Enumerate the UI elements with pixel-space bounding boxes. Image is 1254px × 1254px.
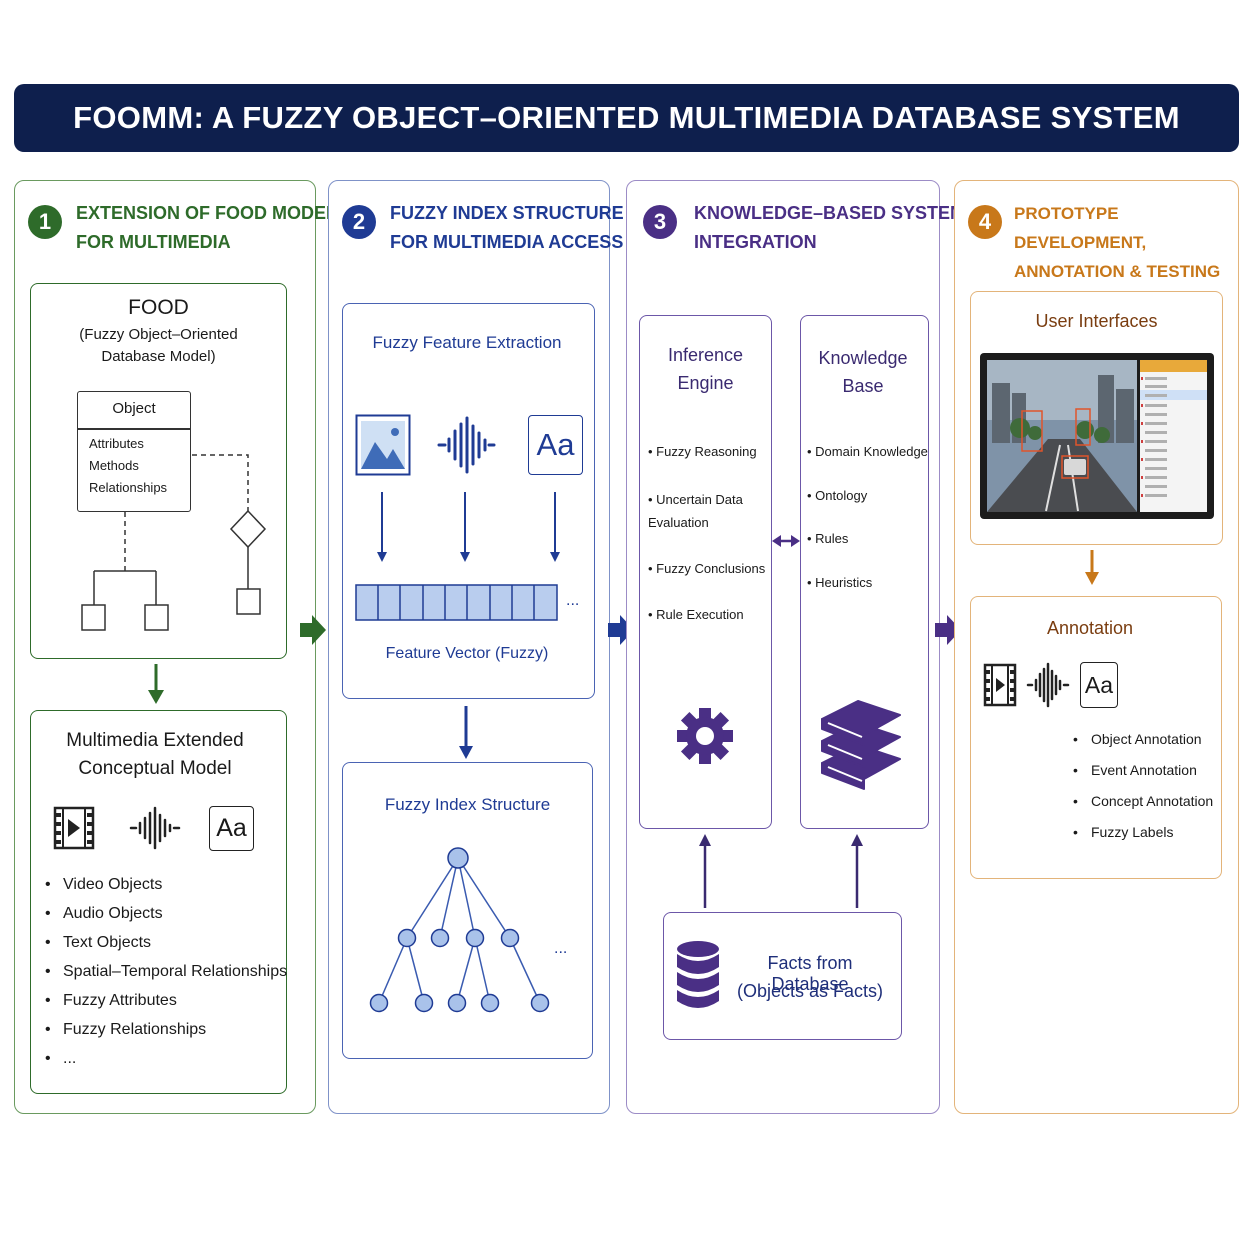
panel4-title: PROTOTYPE DEVELOPMENT, ANNOTATION & TEST… xyxy=(1014,199,1254,286)
arrow-down-green xyxy=(148,664,164,704)
panel1-title-line2: FOR MULTIMEDIA xyxy=(76,232,231,252)
panel3-title-line1: KNOWLEDGE–BASED SYSTEM xyxy=(694,203,966,223)
knowledge-base-title-1: Knowledge xyxy=(818,348,908,368)
object-attr-3: Relationships xyxy=(89,480,168,495)
food-subtitle-1: (Fuzzy Object–Oriented xyxy=(79,326,238,343)
audio-waveform-icon xyxy=(1026,662,1070,708)
feature-vector-label: Feature Vector (Fuzzy) xyxy=(385,645,549,662)
list-item: Concept Annotation xyxy=(1073,786,1213,817)
text-icon: Aa xyxy=(1080,662,1118,708)
object-class-divider xyxy=(78,428,190,430)
inference-item-1: • Fuzzy Reasoning xyxy=(648,444,757,459)
video-icon xyxy=(983,663,1017,707)
arrow-down-blue xyxy=(459,706,473,759)
facts-from-database-box xyxy=(663,912,902,1040)
books-icon xyxy=(821,700,901,790)
page-title: FOOMM: A FUZZY OBJECT–ORIENTED MULTIMEDI… xyxy=(14,84,1239,152)
list-item: Audio Objects xyxy=(45,899,287,928)
step-number-3: 3 xyxy=(643,205,677,239)
text-icon: Aa xyxy=(528,415,583,475)
list-item: Video Objects xyxy=(45,870,287,899)
audio-waveform-icon xyxy=(129,806,181,850)
panel2-title-line2: FOR MULTIMEDIA ACCESS xyxy=(390,232,624,252)
panel3-title: KNOWLEDGE–BASED SYSTEM INTEGRATION xyxy=(694,199,965,257)
step-number-2: 2 xyxy=(342,205,376,239)
inference-item-3: • Fuzzy Conclusions xyxy=(648,561,766,576)
panel2-title-line1: FUZZY INDEX STRUCTURE xyxy=(390,203,624,223)
step-number-4: 4 xyxy=(968,205,1002,239)
panel2-title: FUZZY INDEX STRUCTURE FOR MULTIMEDIA ACC… xyxy=(390,199,624,257)
arrow-right-green xyxy=(300,615,326,645)
audio-waveform-icon xyxy=(437,416,496,474)
inference-item-2: • Uncertain Data Evaluation xyxy=(648,492,743,530)
kb-item-1: • Domain Knowledge xyxy=(807,444,928,459)
panel1-title-line1: EXTENSION OF FOOD MODEL xyxy=(76,203,338,223)
list-item: Fuzzy Relationships xyxy=(45,1015,287,1044)
facts-line-1: Facts from Database xyxy=(767,953,853,994)
index-tree-ellipsis: ... xyxy=(554,940,568,957)
inference-engine-title-1: Inference xyxy=(667,345,744,365)
list-item: Spatial–Temporal Relationships xyxy=(45,957,287,986)
bidirectional-arrow xyxy=(772,535,800,547)
fuzzy-index-title: Fuzzy Index Structure xyxy=(384,795,551,814)
extraction-arrows xyxy=(377,492,560,562)
object-attr-2: Methods xyxy=(89,458,139,473)
food-title: FOOD xyxy=(128,296,189,319)
ui-screenshot-thumbnail xyxy=(980,353,1214,519)
feature-vector xyxy=(355,584,558,621)
list-item: Object Annotation xyxy=(1073,724,1213,755)
user-interfaces-title: User Interfaces xyxy=(1035,311,1158,331)
text-icon: Aa xyxy=(209,806,254,851)
multimedia-model-title-1: Multimedia Extended xyxy=(66,730,244,751)
object-attr-1: Attributes xyxy=(89,436,144,451)
list-item: Fuzzy Attributes xyxy=(45,986,287,1015)
knowledge-base-title-2: Base xyxy=(842,376,884,396)
arrow-down-orange xyxy=(1085,550,1099,585)
multimedia-model-items: Video Objects Audio Objects Text Objects… xyxy=(45,870,287,1073)
video-icon xyxy=(53,806,95,850)
list-item: Event Annotation xyxy=(1073,755,1213,786)
object-hierarchy-diagram xyxy=(81,454,267,631)
arrow-right-purple xyxy=(935,615,961,645)
feature-vector-ellipsis: ... xyxy=(566,592,580,609)
image-icon xyxy=(355,414,411,476)
gear-icon xyxy=(677,708,733,764)
feature-extraction-box xyxy=(342,303,595,699)
multimedia-model-title-2: Conceptual Model xyxy=(78,758,232,779)
panel4-title-line1: PROTOTYPE DEVELOPMENT, xyxy=(1014,204,1147,252)
arrows-up-from-facts xyxy=(699,834,863,908)
object-class-label: Object xyxy=(112,400,156,417)
database-icon xyxy=(677,941,719,1008)
food-subtitle-2: Database Model) xyxy=(101,348,216,365)
inference-item-4: • Rule Execution xyxy=(648,607,744,622)
object-class-box xyxy=(77,391,191,512)
annotation-title: Annotation xyxy=(1046,618,1134,638)
annotation-items: Object Annotation Event Annotation Conce… xyxy=(1073,724,1213,848)
panel1-title: EXTENSION OF FOOD MODEL FOR MULTIMEDIA xyxy=(76,199,337,257)
list-item: Text Objects xyxy=(45,928,287,957)
arrow-right-blue xyxy=(608,615,634,645)
inference-engine-title-2: Engine xyxy=(677,373,734,393)
feature-extraction-title: Fuzzy Feature Extraction xyxy=(372,333,562,352)
list-item: ... xyxy=(45,1044,287,1073)
panel3-title-line2: INTEGRATION xyxy=(694,232,817,252)
list-item: Fuzzy Labels xyxy=(1073,817,1213,848)
index-tree-diagram xyxy=(369,847,550,1013)
kb-item-2: • Ontology xyxy=(807,488,868,503)
step-number-1: 1 xyxy=(28,205,62,239)
kb-item-4: • Heuristics xyxy=(807,575,873,590)
facts-line-2: (Objects as Facts) xyxy=(736,981,884,1001)
panel4-title-line2: ANNOTATION & TESTING xyxy=(1014,262,1221,281)
kb-item-3: • Rules xyxy=(807,531,849,546)
